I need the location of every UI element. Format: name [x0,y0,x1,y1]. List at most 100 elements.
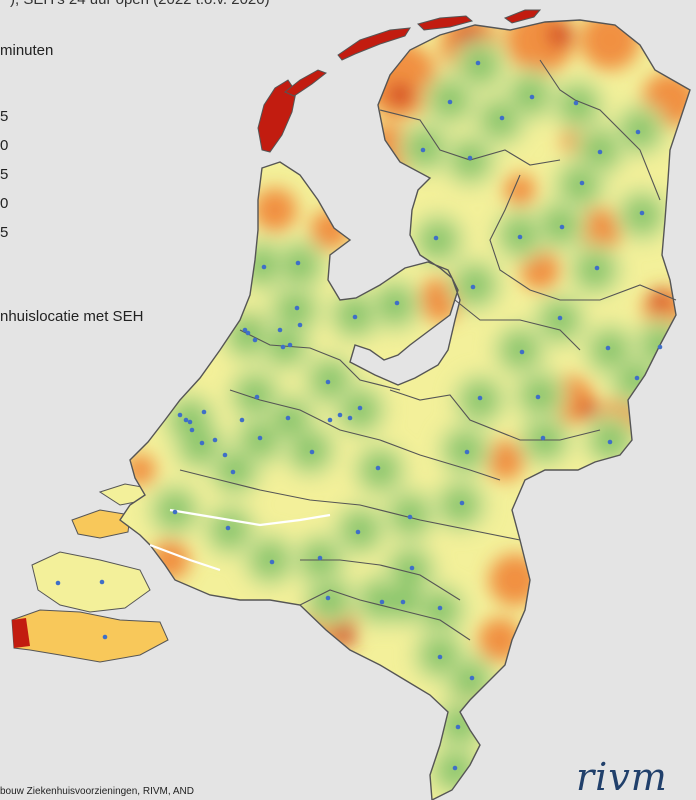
hospital-marker [187,419,193,425]
rivers [149,508,331,572]
hospital-marker [467,155,473,161]
hospital-marker [295,260,301,266]
hospital-marker [529,94,535,100]
island-vlieland [284,69,328,97]
hospital-marker [294,305,300,311]
hospital-marker [225,525,231,531]
hospital-marker [189,427,195,433]
seh-hospital-markers [55,60,663,771]
hospital-marker [327,417,333,423]
hospital-marker [594,265,600,271]
hospital-marker [261,264,267,270]
hospital-marker [375,465,381,471]
rivm-logo: rivm [576,755,668,799]
hospital-marker [357,405,363,411]
hospital-marker [464,449,470,455]
hospital-marker [222,452,228,458]
hospital-marker [634,375,640,381]
hospital-marker [309,449,315,455]
hospital-marker [540,435,546,441]
hospital-marker [573,100,579,106]
hospital-marker [409,565,415,571]
legend-value-4: 0 [0,195,9,212]
hospital-marker [559,224,565,230]
legend-value-5: 5 [0,224,9,241]
hospital-marker [355,529,361,535]
hospital-marker [277,327,283,333]
hospital-marker [252,337,258,343]
hospital-marker [433,235,439,241]
island-schiermonnikoog [503,9,542,24]
hospital-marker [459,500,465,506]
source-note: bouw Ziekenhuisvoorzieningen, RIVM, AND [0,786,194,797]
legend-unit-label: minuten [0,42,54,59]
hospital-marker [172,509,178,515]
legend-marker-label: nhuislocatie met SEH [0,308,144,325]
mainland-heatmap [119,19,691,800]
hospital-marker [230,469,236,475]
hospital-marker [55,580,61,586]
hospital-marker [325,379,331,385]
hospital-marker [317,555,323,561]
hospital-marker [437,605,443,611]
hospital-marker [352,314,358,320]
hospital-marker [635,129,641,135]
legend-value-3: 5 [0,166,9,183]
hospital-marker [639,210,645,216]
island-ameland [417,15,474,31]
hospital-marker [519,349,525,355]
hospital-marker [455,724,461,730]
hospital-marker [499,115,505,121]
hospital-marker [407,514,413,520]
hospital-marker [517,234,523,240]
hospital-marker [102,634,108,640]
hospital-marker [657,344,663,350]
hospital-marker [285,415,291,421]
map-title: ), SEH’s 24 uur open (2022 t.o.v. 2020) [10,0,270,8]
hospital-marker [201,409,207,415]
hospital-marker [420,147,426,153]
hospital-marker [347,415,353,421]
hospital-marker [469,675,475,681]
hospital-marker [579,180,585,186]
hospital-marker [597,149,603,155]
hospital-marker [557,315,563,321]
island-walcheren [31,551,151,613]
region-borders [179,59,677,641]
hospital-marker [177,412,183,418]
zeeland-tip [12,618,30,648]
hospital-marker [269,559,275,565]
hospital-marker [242,327,248,333]
hospital-marker [99,579,105,585]
hospital-marker [535,394,541,400]
hospital-marker [257,435,263,441]
hospital-marker [447,99,453,105]
hospital-marker [452,765,458,771]
hospital-marker [254,394,260,400]
legend-value-1: 5 [0,108,9,125]
hospital-marker [325,595,331,601]
hospital-marker [280,344,286,350]
hospital-marker [470,284,476,290]
legend-value-2: 0 [0,137,9,154]
zeeland-islands [11,483,169,663]
hospital-marker [475,60,481,66]
hospital-marker [394,300,400,306]
hospital-marker [287,342,293,348]
hospital-marker [607,439,613,445]
wadden-islands [257,9,542,153]
hospital-marker [297,322,303,328]
island-schouwen [71,509,131,539]
zeeuws-vlaanderen [11,609,169,663]
hospital-marker [379,599,385,605]
hospital-marker [605,345,611,351]
hospital-marker [400,599,406,605]
hospital-marker [183,417,189,423]
hospital-marker [437,654,443,660]
hospital-marker [245,330,251,336]
hospital-marker [239,417,245,423]
hospital-marker [337,412,343,418]
hospital-marker [199,440,205,446]
hospital-marker [212,437,218,443]
